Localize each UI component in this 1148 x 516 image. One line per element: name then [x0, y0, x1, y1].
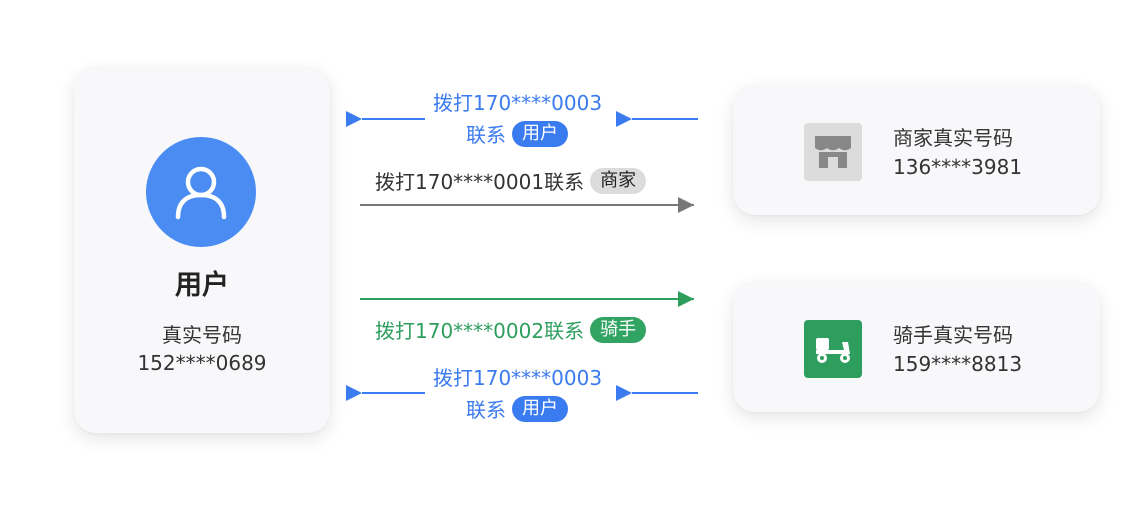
merchant-card: 商家真实号码 136****3981: [733, 85, 1100, 215]
flow-user-to-merchant: 拨打170****0001联系 商家: [375, 166, 647, 195]
tag-user: 用户: [512, 120, 568, 147]
flow-merchant-to-user-line1: 拨打170****0003: [433, 91, 603, 115]
flow-user-to-rider: 拨打170****0002联系 骑手: [375, 315, 647, 344]
merchant-real-number: 136****3981: [893, 155, 1023, 179]
user-title: 用户: [175, 270, 229, 301]
tag-rider: 骑手: [590, 316, 647, 343]
tag-user: 用户: [512, 395, 568, 422]
flow-rider-to-user-prefix: 联系: [466, 398, 506, 422]
rider-real-number: 159****8813: [893, 352, 1023, 376]
user-card: 用户 真实号码 152****0689: [74, 67, 330, 433]
flow-merchant-to-user-prefix: 联系: [466, 123, 506, 147]
flow-user-to-rider-text: 拨打170****0002联系: [375, 319, 585, 343]
merchant-real-number-label: 商家真实号码: [893, 126, 1013, 150]
flow-user-to-merchant-text: 拨打170****0001联系: [375, 170, 585, 194]
flow-rider-to-user-line2: 联系 用户: [466, 394, 568, 423]
scooter-icon: [804, 320, 862, 378]
user-avatar-icon: [146, 137, 256, 247]
flow-merchant-to-user-line2: 联系 用户: [466, 119, 568, 148]
storefront-icon: [804, 123, 862, 181]
user-real-number-label: 真实号码: [162, 323, 242, 347]
rider-card: 骑手真实号码 159****8813: [733, 282, 1100, 412]
flow-rider-to-user-line1: 拨打170****0003: [433, 366, 603, 390]
tag-merchant: 商家: [590, 167, 647, 194]
rider-real-number-label: 骑手真实号码: [893, 323, 1013, 347]
user-real-number: 152****0689: [137, 351, 267, 375]
